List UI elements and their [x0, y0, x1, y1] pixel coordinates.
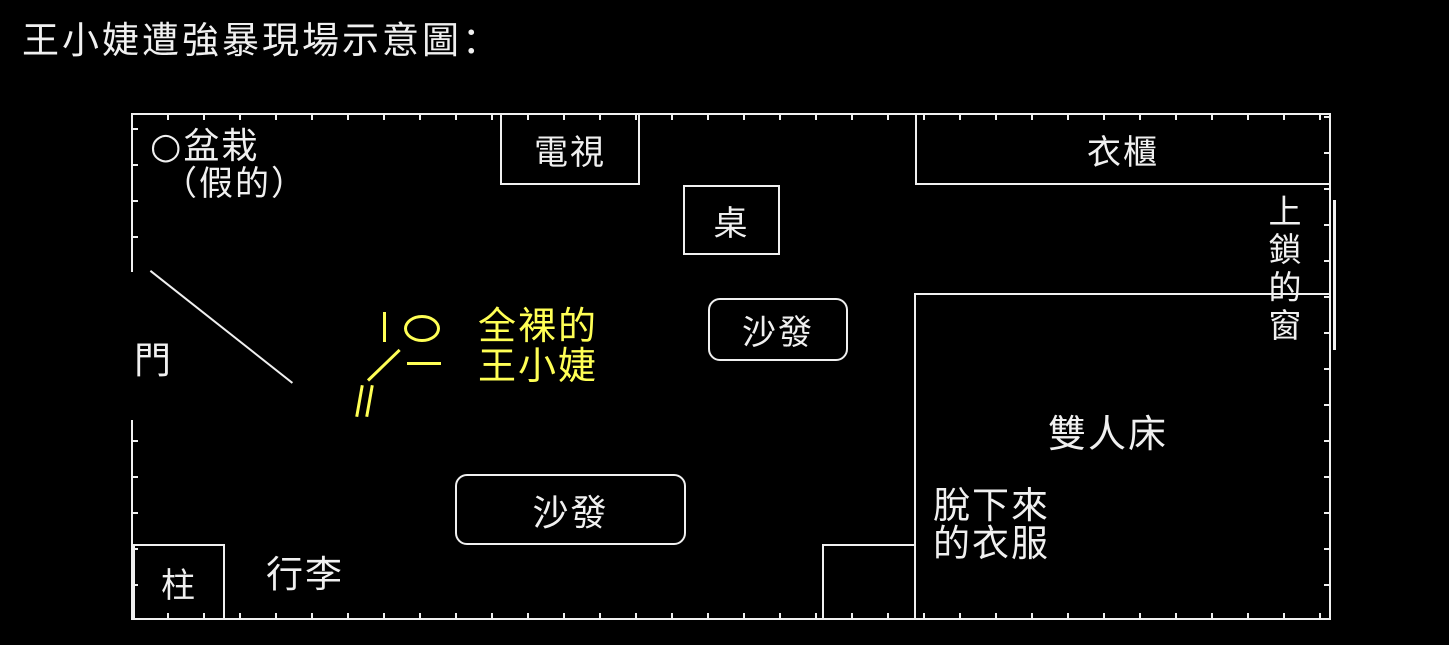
victim-hand-line [407, 362, 441, 365]
victim-arm-line [366, 348, 401, 382]
wardrobe-box: 衣櫃 [915, 113, 1331, 185]
clothes-label-line2: 的衣服 [933, 522, 1050, 565]
room-wall-left-upper [131, 113, 138, 272]
bed-wall-top [914, 293, 1331, 295]
table-box: 桌 [683, 185, 780, 255]
room-wall-top [133, 113, 1331, 120]
room-wall-right [1324, 113, 1331, 620]
alcove-box [822, 544, 916, 620]
tv-box: 電視 [500, 113, 640, 185]
plant-note-label: （假的） [163, 164, 307, 204]
tv-label: 電視 [534, 132, 606, 173]
victim-torso-line [383, 312, 386, 342]
sofa-upper-label: 沙發 [742, 313, 814, 353]
pillar-label: 柱 [161, 565, 197, 606]
locked-window-label: 上鎖的窗 [1263, 194, 1302, 346]
door-label: 門 [134, 339, 173, 382]
sofa-box-upper: 沙發 [708, 298, 848, 361]
page-title: 王小婕遭強暴現場示意圖： [22, 19, 502, 62]
room-wall-bottom [133, 613, 1331, 620]
victim-label-line2: 王小婕 [478, 344, 599, 388]
sofa-lower-label: 沙發 [532, 492, 609, 534]
double-bed-label: 雙人床 [1048, 412, 1169, 456]
victim-label-line1: 全裸的 [478, 304, 599, 348]
victim-head-icon [404, 315, 440, 342]
sofa-box-lower: 沙發 [455, 474, 686, 545]
plant-label: ○盆栽 [150, 126, 260, 167]
victim-leg-line-2 [365, 384, 374, 418]
wardrobe-label: 衣櫃 [1087, 132, 1159, 173]
table-label: 桌 [713, 203, 750, 244]
room-wall-left-lower [131, 420, 138, 620]
clothes-label-line1: 脫下來 [933, 484, 1050, 527]
bed-wall-left [914, 293, 916, 620]
luggage-label: 行李 [266, 553, 344, 596]
pillar-box: 柱 [133, 544, 225, 620]
window-line [1333, 200, 1336, 350]
victim-leg-line-1 [355, 384, 364, 418]
